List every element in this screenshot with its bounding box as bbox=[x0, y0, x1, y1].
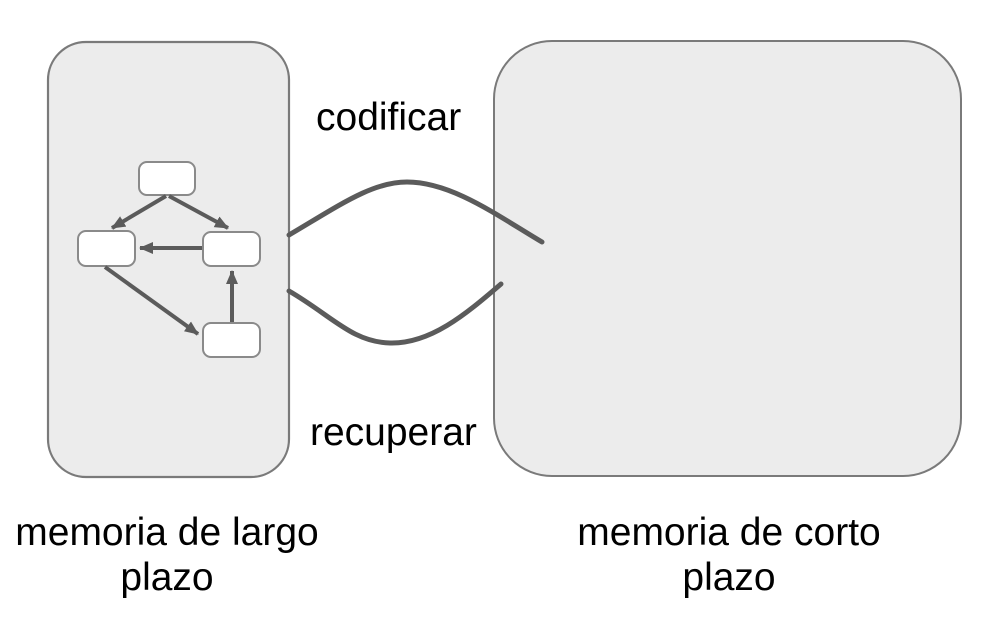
encode-curve bbox=[286, 179, 545, 245]
short-term-memory-caption: memoria de corto plazo bbox=[577, 511, 881, 599]
arrow-top-to-right bbox=[168, 194, 229, 230]
short-term-memory-container bbox=[493, 40, 962, 477]
arrow-top-to-left bbox=[110, 194, 168, 230]
graph-node-left bbox=[77, 230, 136, 267]
graph-node-bottom bbox=[202, 322, 261, 358]
long-term-memory-caption: memoria de largo plazo bbox=[15, 511, 319, 599]
graph-node-top bbox=[138, 161, 196, 196]
long-term-memory-container bbox=[46, 40, 291, 479]
encode-label: codificar bbox=[316, 96, 462, 139]
arrow-left-to-bottom bbox=[103, 265, 200, 336]
graph-node-right bbox=[202, 231, 261, 267]
retrieve-curve bbox=[286, 281, 504, 346]
retrieve-label: recuperar bbox=[310, 411, 477, 454]
